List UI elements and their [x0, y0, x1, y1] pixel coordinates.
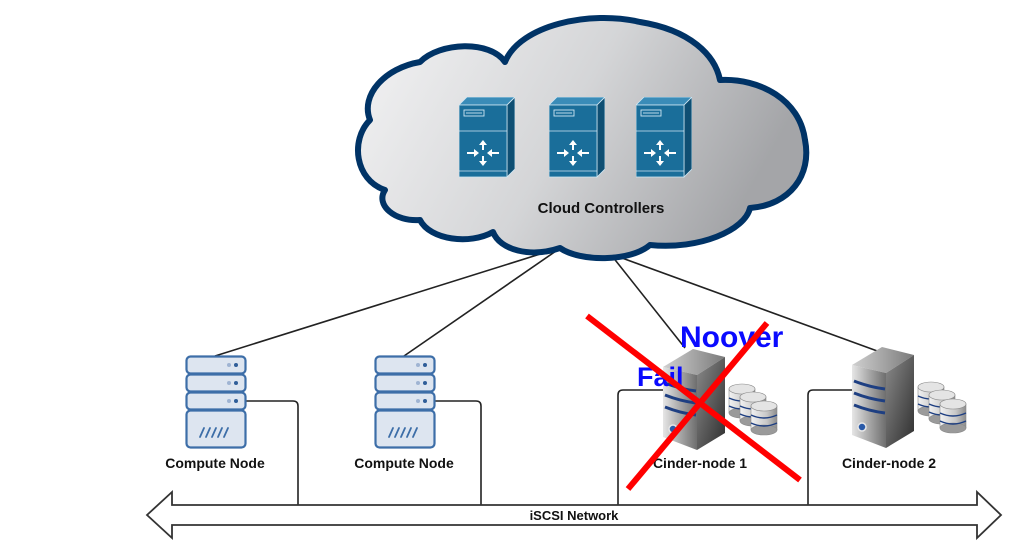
tower-server-with-disks-icon	[852, 345, 967, 448]
drop-cinder-2	[807, 389, 852, 508]
cinder-node-1-label: Cinder-node 1	[653, 455, 747, 471]
drop-compute-1	[245, 400, 299, 506]
compute-node-2-label: Compute Node	[354, 455, 454, 471]
link-compute-2	[403, 250, 557, 357]
controller-links	[214, 249, 881, 357]
controller-server-2-icon	[549, 97, 605, 178]
cloud-controllers-label: Cloud Controllers	[538, 200, 665, 217]
cinder-node-2-label: Cinder-node 2	[842, 455, 936, 471]
cinder-node-1: Cinder-node 1	[653, 347, 778, 471]
failover-annotation: Noover Fail	[585, 313, 802, 491]
cloud-controllers-group: Cloud Controllers	[355, 14, 810, 262]
cinder-node-2: Cinder-node 2	[842, 345, 967, 471]
iscsi-network: iSCSI Network	[145, 489, 1003, 541]
rack-server-icon	[374, 355, 436, 449]
network-drops	[245, 389, 852, 508]
controller-server-3-icon	[636, 97, 692, 178]
link-cinder-1	[611, 255, 686, 349]
red-x-icon	[585, 313, 802, 491]
drop-compute-2	[433, 400, 482, 506]
iscsi-network-label: iSCSI Network	[530, 508, 620, 523]
link-compute-1	[214, 249, 554, 357]
rack-server-icon	[185, 355, 247, 449]
double-arrow-icon	[145, 489, 1003, 541]
compute-node-2: Compute Node	[354, 355, 454, 471]
link-cinder-2	[621, 257, 881, 353]
controller-server-1-icon	[459, 97, 515, 178]
compute-node-1: Compute Node	[165, 355, 265, 471]
drop-cinder-1	[617, 389, 663, 506]
compute-node-1-label: Compute Node	[165, 455, 265, 471]
